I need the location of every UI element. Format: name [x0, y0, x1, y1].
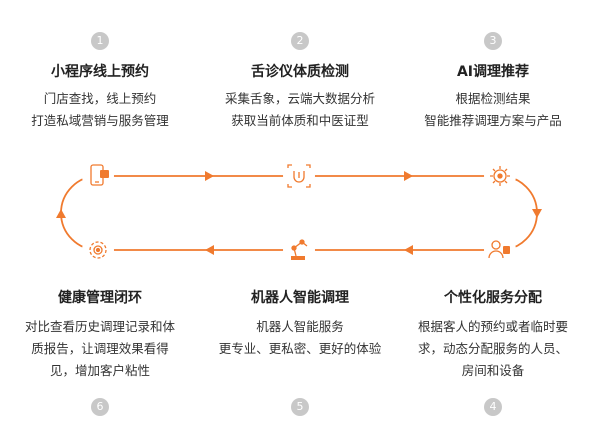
- step-desc-line: 更专业、更私密、更好的体验: [218, 341, 382, 356]
- service-allocation-icon: [488, 240, 510, 259]
- arrow-right: [205, 171, 214, 181]
- step-title: AI调理推荐: [456, 64, 530, 80]
- step-title: 健康管理闭环: [58, 290, 142, 306]
- step-desc-line: 房间和设备: [461, 363, 525, 378]
- ai-gear-icon: [490, 166, 510, 186]
- robot-arm-icon: [291, 239, 308, 260]
- step-4: 个性化服务分配 根据客人的预约或者临时要 求，动态分配服务的人员、 房间和设备 …: [393, 288, 593, 416]
- step-desc-line: 对比查看历史调理记录和体: [24, 319, 175, 334]
- step-desc-line: 求，动态分配服务的人员、: [417, 341, 568, 356]
- step-5: 机器人智能调理 机器人智能服务 更专业、更私密、更好的体验 5: [200, 288, 400, 416]
- step-desc-line: 门店查找，线上预约: [43, 91, 157, 106]
- step-number: 4: [484, 398, 502, 416]
- arrow-up: [56, 209, 66, 218]
- step-number: 3: [484, 32, 502, 50]
- arrow-left: [205, 245, 214, 255]
- step-title: 舌诊仪体质检测: [251, 64, 349, 80]
- step-desc-line: 智能推荐调理方案与产品: [424, 113, 562, 128]
- step-desc-line: 根据客人的预约或者临时要: [417, 319, 568, 334]
- step-desc-line: 获取当前体质和中医证型: [231, 113, 369, 128]
- tongue-scan-icon: [287, 164, 311, 188]
- step-3: 3 AI调理推荐 根据检测结果 智能推荐调理方案与产品: [393, 32, 593, 132]
- step-number: 2: [291, 32, 309, 50]
- step-1: 1 小程序线上预约 门店查找，线上预约 打造私域营销与服务管理: [0, 32, 200, 132]
- step-number: 5: [291, 398, 309, 416]
- step-title: 个性化服务分配: [444, 290, 542, 306]
- arrow-down: [532, 209, 542, 218]
- health-cycle-icon: [89, 241, 107, 259]
- step-desc-line: 见，增加客户粘性: [49, 363, 150, 378]
- phone-booking-icon: [90, 164, 109, 186]
- step-6: 健康管理闭环 对比查看历史调理记录和体 质报告，让调理效果看得 见，增加客户粘性…: [0, 288, 200, 416]
- step-number: 1: [91, 32, 109, 50]
- step-desc-line: 根据检测结果: [455, 91, 531, 106]
- step-desc-line: 打造私域营销与服务管理: [31, 113, 169, 128]
- step-desc-line: 采集舌象，云端大数据分析: [224, 91, 375, 106]
- step-desc-line: 质报告，让调理效果看得: [31, 341, 169, 356]
- step-title: 机器人智能调理: [251, 290, 349, 306]
- step-number: 6: [91, 398, 109, 416]
- step-2: 2 舌诊仪体质检测 采集舌象，云端大数据分析 获取当前体质和中医证型: [200, 32, 400, 132]
- step-desc-line: 机器人智能服务: [256, 319, 344, 334]
- arrow-left: [404, 245, 413, 255]
- step-title: 小程序线上预约: [51, 64, 149, 80]
- arrow-right: [404, 171, 413, 181]
